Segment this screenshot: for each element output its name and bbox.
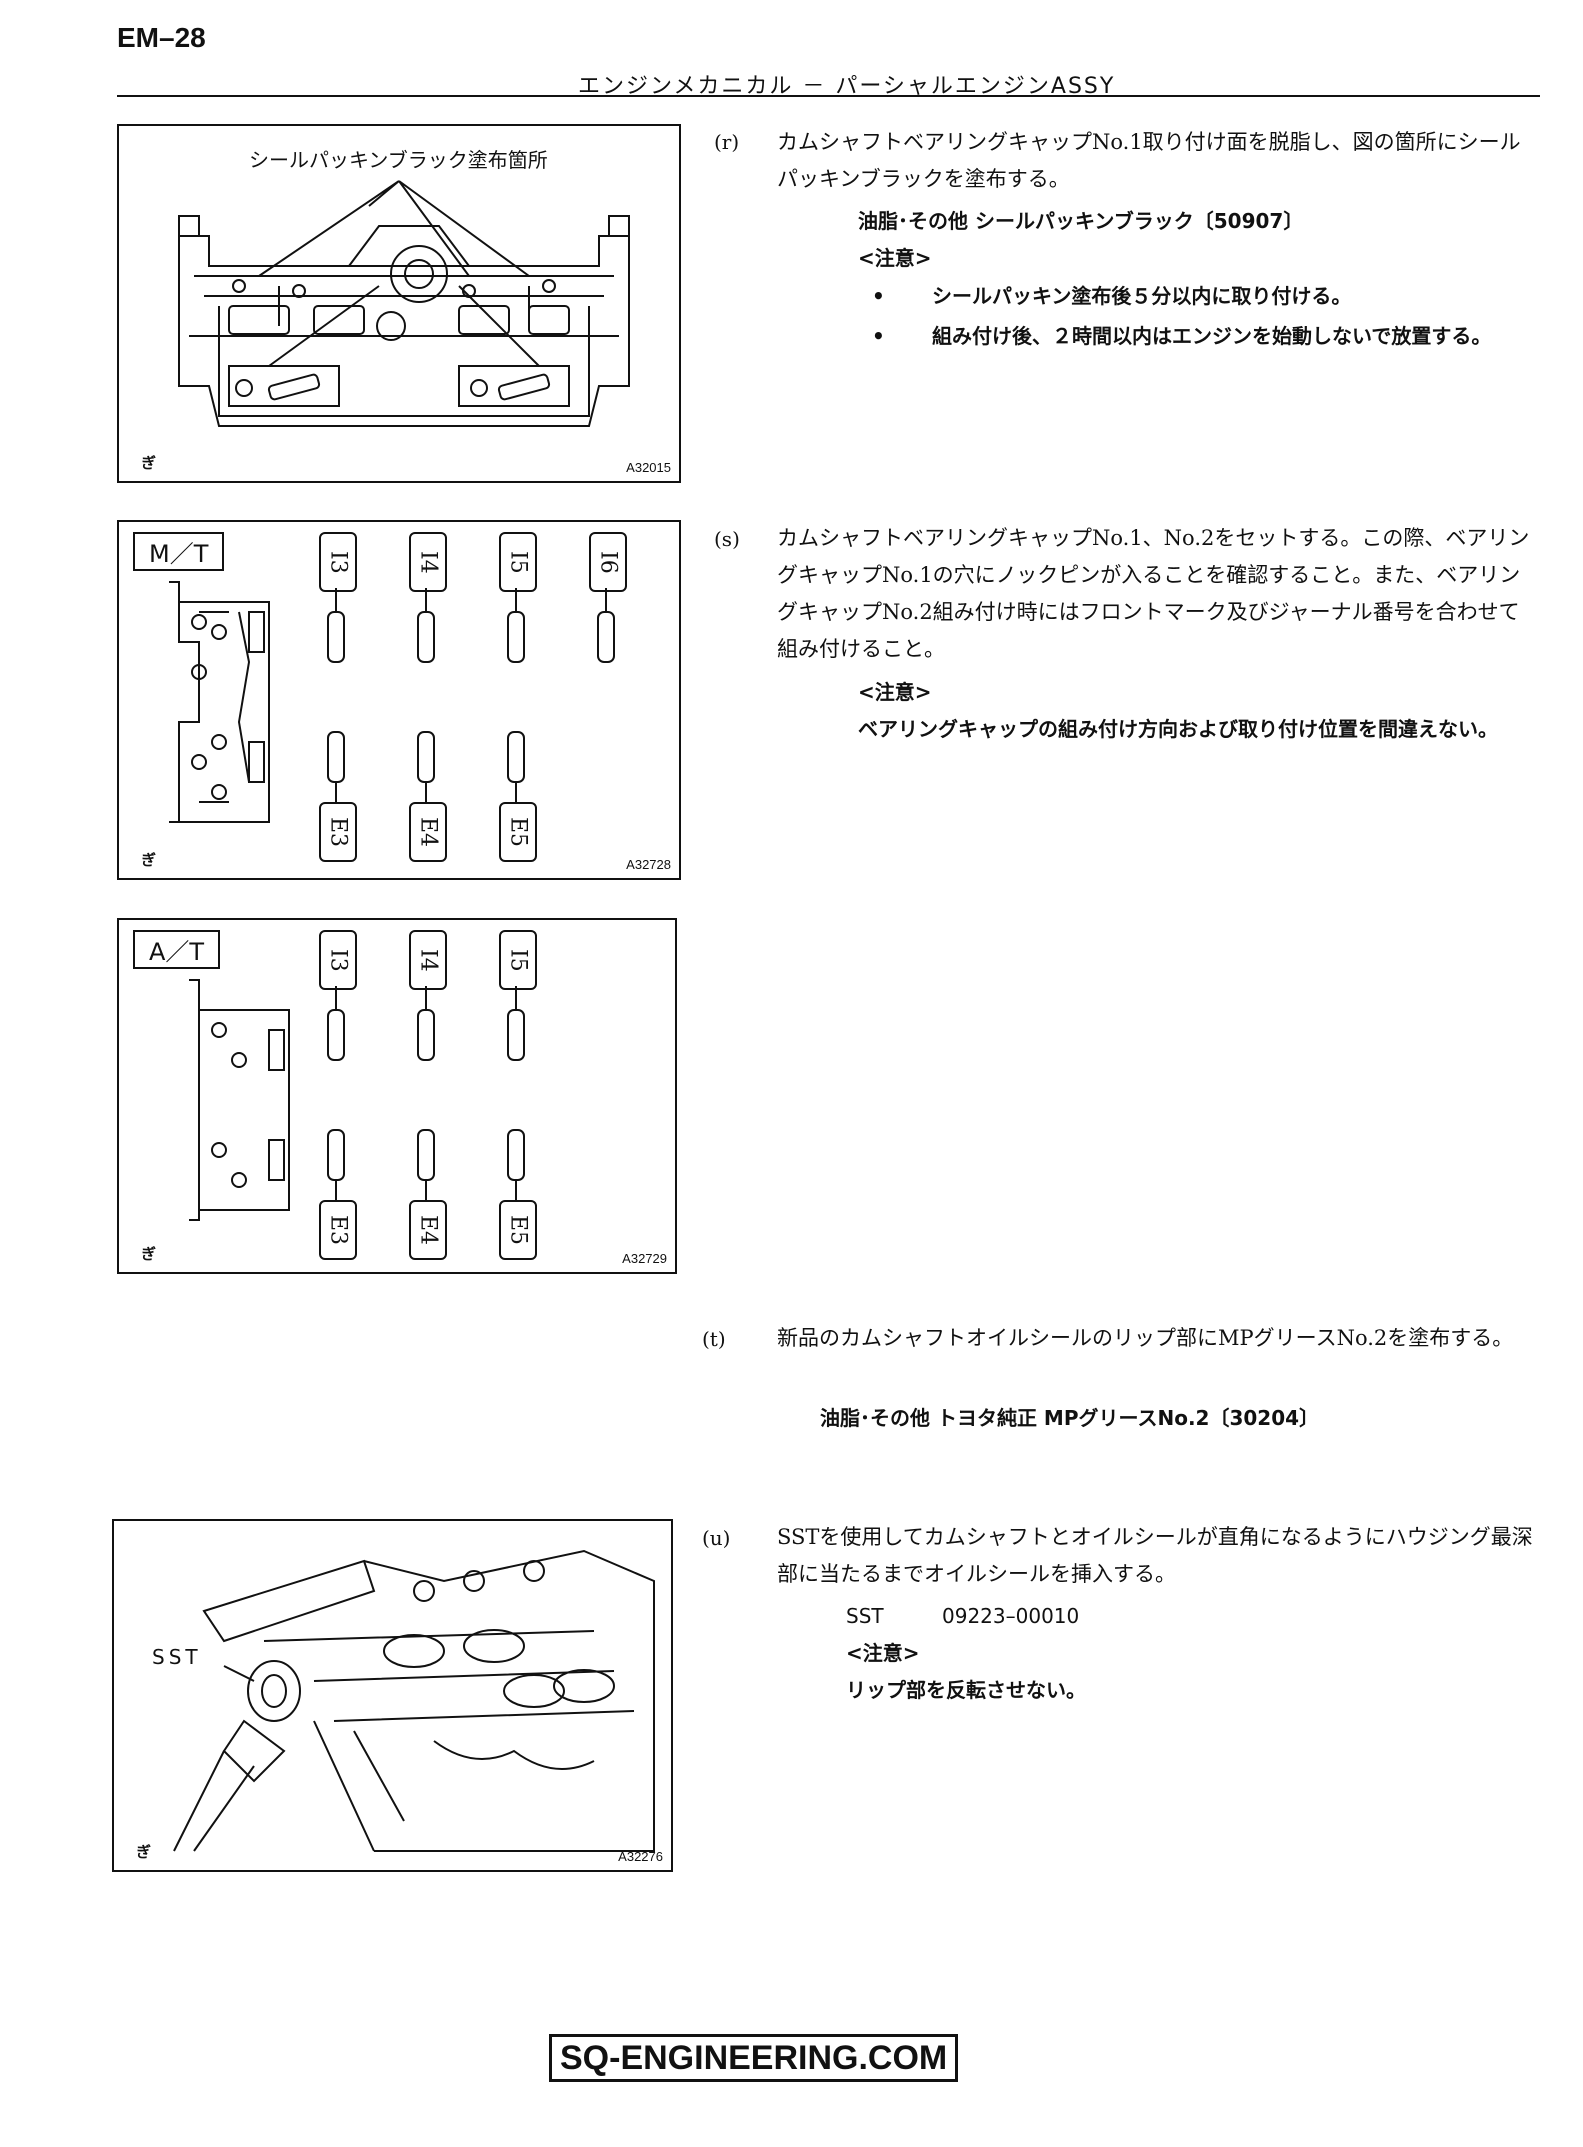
figure-code: A32728: [626, 857, 671, 872]
cap-tag-top: I5: [499, 930, 537, 990]
step-u-text: SSTを使用してカムシャフトとオイルシールが直角になるようにハウジング最深部に当…: [777, 1525, 1533, 1586]
step-r-text: カムシャフトベアリングキャップNo.1取り付け面を脱脂し、図の箇所にシールパッキ…: [777, 130, 1521, 191]
watermark: SQ-ENGINEERING.COM: [549, 2034, 959, 2082]
step-u-sst-number: 09223–00010: [942, 1604, 1080, 1628]
step-s-note-text: ベアリングキャップの組み付け方向および取り付け位置を間違えない。: [858, 717, 1498, 741]
bearing-cap-illustration: [178, 180, 630, 427]
step-r-grease: 油脂･その他 シールパッキンブラック〔50907〕: [858, 209, 1304, 233]
cap-tag-top: I6: [589, 532, 627, 592]
figure-label: A／T: [133, 930, 221, 969]
figure-seal-packing: シールパッキンブラック塗布箇所: [117, 124, 681, 483]
mt-cap-illustration: [169, 581, 270, 823]
at-cap-illustration: [189, 979, 525, 1221]
step-t-letter: (t): [702, 1327, 726, 1351]
figure-code: A32729: [622, 1251, 667, 1266]
step-u-note-text: リップ部を反転させない。: [846, 1678, 1086, 1702]
cap-tag-top: I3: [319, 930, 357, 990]
figure-mark-icon: ぎ: [141, 454, 157, 472]
step-s-letter: (s): [714, 527, 740, 551]
bullet-icon: •: [872, 324, 885, 348]
bullet-text: シールパッキン塗布後５分以内に取り付ける。: [932, 284, 1352, 308]
step-r-bullets: • シールパッキン塗布後５分以内に取り付ける。 • 組み付け後、２時間以内はエン…: [872, 278, 1540, 354]
step-r-letter: (r): [714, 130, 740, 154]
figure-label: SST: [152, 1645, 202, 1669]
figure-label: シールパッキンブラック塗布箇所: [249, 148, 548, 172]
step-t-grease: 油脂･その他 トヨタ純正 MPグリースNo.2〔30204〕: [820, 1406, 1320, 1430]
bullet-item: • シールパッキン塗布後５分以内に取り付ける。: [872, 278, 1540, 314]
figure-mark-icon: ぎ: [136, 1843, 152, 1861]
step-u-letter: (u): [702, 1526, 731, 1550]
cap-tag-top: I3: [319, 532, 357, 592]
cap-tag-bottom: E3: [319, 802, 357, 862]
at-bottom-tags: E3 E4 E5: [319, 1200, 559, 1260]
mt-top-tags: I3 I4 I5 I6: [319, 532, 659, 692]
figure-code: A32015: [626, 460, 671, 475]
step-u-sst-label: SST: [846, 1604, 884, 1628]
step-u-note-label: <注意>: [846, 1641, 920, 1665]
step-s-note-label: <注意>: [858, 680, 932, 704]
page-number: EM–28: [117, 22, 206, 53]
bullet-icon: •: [872, 284, 885, 308]
at-top-tags: I3 I4 I5: [319, 930, 559, 990]
cap-tag-bottom: E4: [409, 1200, 447, 1260]
figure-mt-caps: M／T I3 I4 I5 I6 E3 E4 E5 ぎ A32728: [117, 520, 681, 880]
sst-illustration: [173, 1549, 655, 1852]
cap-tag-bottom: E3: [319, 1200, 357, 1260]
step-r-note-label: <注意>: [858, 246, 932, 270]
cap-tag-top: I4: [409, 532, 447, 592]
cap-tag-bottom: E4: [409, 802, 447, 862]
cap-tag-bottom: E5: [499, 1200, 537, 1260]
cap-tag-bottom: E5: [499, 802, 537, 862]
step-t-text: 新品のカムシャフトオイルシールのリップ部にMPグリースNo.2を塗布する。: [777, 1326, 1514, 1350]
bullet-item: • 組み付け後、２時間以内はエンジンを始動しないで放置する。: [872, 318, 1540, 354]
figure-label: M／T: [133, 532, 225, 571]
figure-mark-icon: ぎ: [141, 851, 157, 869]
mt-cap-marks: [327, 588, 615, 802]
figure-code: A32276: [618, 1849, 663, 1864]
mt-bottom-tags: E3 E4 E5: [319, 802, 559, 862]
cap-tag-top: I4: [409, 930, 447, 990]
figure-sst-installation: SST ぎ A32276: [112, 1519, 673, 1872]
page-title: エンジンメカニカル － パーシャルエンジンASSY: [578, 74, 1116, 99]
figure-at-caps: A／T I3 I4 I5 E3 E4 E5 ぎ A32729: [117, 918, 677, 1274]
cap-tag-top: I5: [499, 532, 537, 592]
figure-mark-icon: ぎ: [141, 1245, 157, 1263]
step-s-text: カムシャフトベアリングキャップNo.1、No.2をセットする。この際、ベアリング…: [777, 526, 1530, 661]
bullet-text: 組み付け後、２時間以内はエンジンを始動しないで放置する。: [932, 324, 1492, 348]
header-divider: [117, 95, 1540, 97]
